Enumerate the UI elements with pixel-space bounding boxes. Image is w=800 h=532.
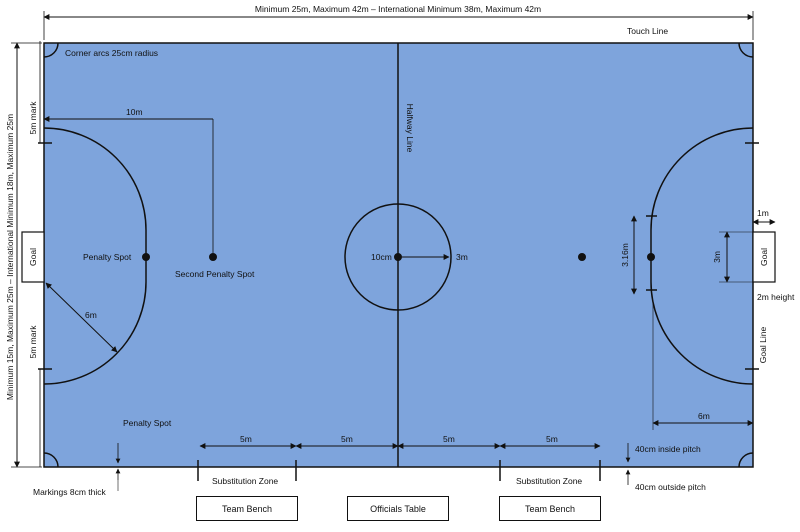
centre-10cm-label: 10cm — [371, 252, 392, 262]
corner-arc-bottom-left — [43, 452, 59, 468]
inside-pitch-label: 40cm inside pitch — [635, 444, 701, 454]
centre-circle — [344, 203, 452, 311]
goal-left — [21, 231, 45, 283]
corner-arc-bottom-right — [738, 452, 754, 468]
second-penalty-spot-right — [578, 253, 586, 261]
centre-3m-label: 3m — [456, 252, 468, 262]
goal-right — [752, 231, 776, 283]
goal-right-label: Goal — [759, 248, 769, 266]
officials-table: Officials Table — [347, 496, 449, 521]
five-m-mark-bottom-label: 5m mark — [28, 325, 38, 359]
markings-label: Markings 8cm thick — [33, 487, 106, 497]
goal-area-label: 3.16m — [620, 243, 630, 267]
six-m-radius-left — [45, 282, 118, 353]
corner-arc-top-left — [43, 42, 59, 58]
sub-zone-right-label: Substitution Zone — [516, 476, 582, 486]
goal-left-label: Goal — [28, 248, 38, 266]
corner-arc-top-right — [738, 42, 754, 58]
goal-line-label: Goal Line — [758, 327, 768, 364]
six-m-right-label: 6m — [698, 411, 710, 421]
second-penalty-spot-left — [209, 253, 217, 261]
six-m-left-label: 6m — [85, 310, 97, 320]
goal-height-label: 2m height — [757, 292, 795, 302]
sub-5m-label-3: 5m — [443, 434, 455, 444]
centre-spot — [394, 253, 402, 261]
goal-depth-label: 1m — [757, 208, 769, 218]
length-label: Minimum 25m, Maximum 42m – International… — [255, 4, 541, 14]
corner-arcs-label: Corner arcs 25cm radius — [65, 48, 158, 58]
touch-line-label: Touch Line — [627, 26, 668, 36]
sub-5m-label-2: 5m — [341, 434, 353, 444]
penalty-spot-right — [647, 253, 655, 261]
ten-m-label: 10m — [126, 107, 143, 117]
team-bench-left: Team Bench — [196, 496, 298, 521]
five-m-mark-top-label: 5m mark — [28, 101, 38, 135]
halfway-line-label: Halfway Line — [405, 104, 415, 153]
second-penalty-spot-label: Second Penalty Spot — [175, 269, 255, 279]
penalty-spot-bottom-label: Penalty Spot — [123, 418, 172, 428]
width-label: Minimum 15m, Maximum 25m – International… — [5, 114, 15, 400]
penalty-spot-left-label: Penalty Spot — [83, 252, 132, 262]
goal-width-label: 3m — [712, 251, 722, 263]
sub-5m-label-1: 5m — [240, 434, 252, 444]
penalty-spot-left — [142, 253, 150, 261]
sub-5m-label-4: 5m — [546, 434, 558, 444]
outside-pitch-label: 40cm outside pitch — [635, 482, 706, 492]
sub-zone-left-label: Substitution Zone — [212, 476, 278, 486]
team-bench-right: Team Bench — [499, 496, 601, 521]
